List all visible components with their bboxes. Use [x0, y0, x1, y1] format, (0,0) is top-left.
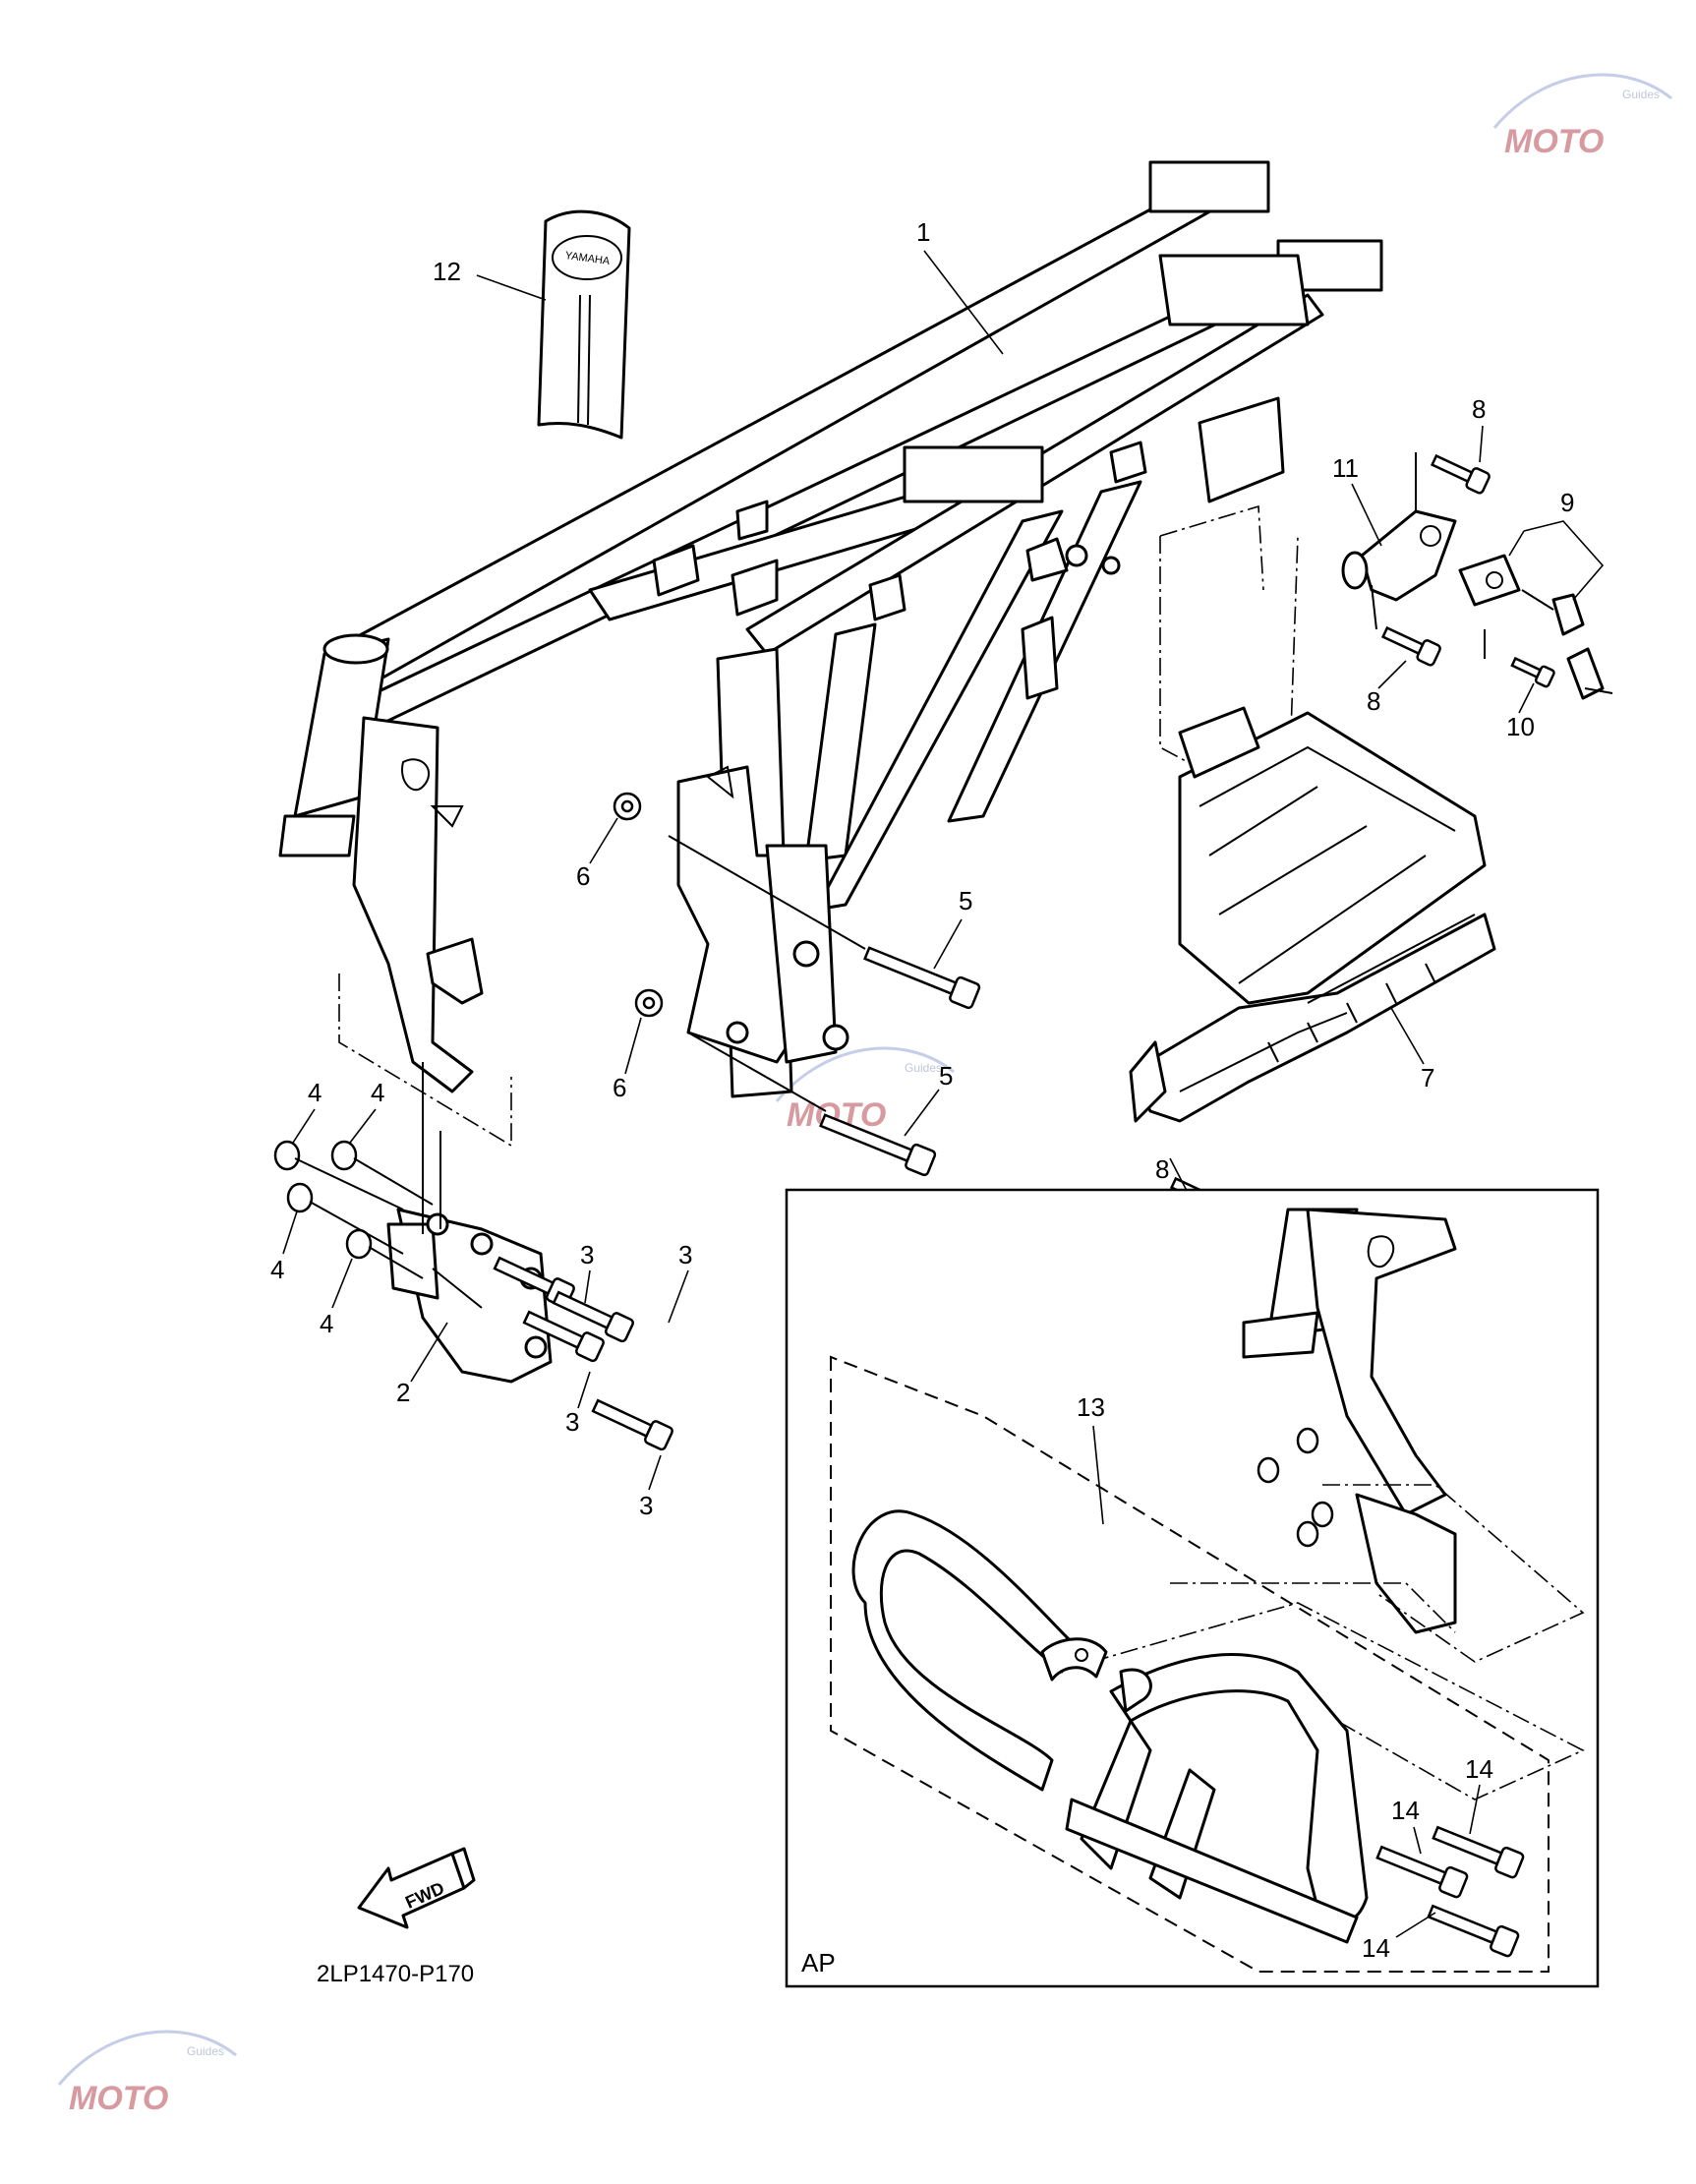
alignment-box [1159, 504, 1264, 591]
lock-bracket-part [1341, 452, 1457, 630]
leader-line [1508, 520, 1605, 601]
part-code: 2LP1470-P170 [317, 1961, 474, 1987]
leader-line [1390, 1007, 1425, 1065]
callout-3: 3 [565, 1407, 579, 1437]
leader-line [476, 274, 547, 301]
watermark-sub: Guides [905, 1061, 942, 1075]
kit-boundary [830, 1355, 1550, 1973]
leader-line [282, 1210, 298, 1255]
engine-bracket-part [386, 1208, 553, 1384]
callout-11: 11 [1332, 453, 1359, 483]
leader-line [1377, 660, 1407, 689]
callout-4: 4 [270, 1255, 284, 1284]
leader-line [933, 918, 963, 970]
callout-13: 13 [1077, 1392, 1105, 1422]
watermark-text: MOTO [1504, 123, 1604, 160]
leader-line [1395, 1912, 1436, 1938]
callout-9: 9 [1560, 488, 1574, 517]
leader-line [923, 250, 1004, 355]
watermark-sub: Guides [1622, 88, 1660, 101]
bolt-3-group [493, 1256, 673, 1451]
callout-2: 2 [396, 1378, 410, 1407]
watermark-text: MOTO [69, 2080, 168, 2117]
main-frame-part [278, 160, 1383, 1098]
callout-3: 3 [580, 1240, 594, 1269]
bolt-14-group [1375, 1825, 1525, 1958]
key-lock-part [1458, 554, 1613, 700]
leader-line [904, 1089, 940, 1137]
leader-line [648, 1454, 662, 1491]
leader-line [1351, 483, 1382, 547]
carrier-rack-part [1129, 706, 1496, 1123]
callout-4: 4 [308, 1078, 322, 1107]
callout-12: 12 [433, 257, 461, 286]
callout-8: 8 [1472, 394, 1486, 424]
leader-line [584, 1269, 591, 1304]
watermark-sub: Guides [187, 2044, 224, 2058]
callout-5: 5 [939, 1061, 953, 1091]
callout-4: 4 [320, 1309, 333, 1338]
leader-line [331, 1258, 353, 1309]
leader-line [410, 1322, 448, 1383]
leader-line [1479, 425, 1484, 463]
leader-line [1518, 682, 1535, 714]
callout-8: 8 [1367, 686, 1380, 716]
callout-4: 4 [371, 1078, 384, 1107]
callout-14: 14 [1362, 1933, 1390, 1963]
alignment-box [338, 974, 512, 1148]
watermark-logo-middle: MOTO Guides [775, 1046, 955, 1134]
watermark-logo-bottom: MOTO Guides [57, 2030, 237, 2117]
callout-1: 1 [916, 217, 930, 247]
callout-14: 14 [1465, 1754, 1493, 1784]
watermark-logo-top: MOTO Guides [1492, 73, 1672, 160]
leader-line [1092, 1425, 1104, 1525]
callout-14: 14 [1391, 1796, 1420, 1825]
washer-4-group [273, 1062, 441, 1279]
leader-line [624, 1017, 642, 1075]
fwd-arrow: FWD [357, 1847, 476, 1929]
nut-6-group [613, 792, 664, 1018]
callout-7: 7 [1421, 1063, 1434, 1092]
callout-5: 5 [959, 886, 972, 915]
callout-3: 3 [639, 1491, 653, 1520]
screw-10-part [1484, 629, 1555, 688]
engine-guard-part [851, 1509, 1369, 1944]
inset-label: AP [801, 1948, 836, 1977]
bolt-5-group [668, 835, 981, 1177]
callout-6: 6 [576, 861, 590, 891]
emblem-plate-part: YAMAHA [537, 209, 631, 440]
leader-line [349, 1108, 377, 1144]
callout-6: 6 [613, 1073, 626, 1102]
leader-line [668, 1269, 689, 1324]
leader-line [1413, 1826, 1422, 1855]
callout-10: 10 [1506, 712, 1535, 741]
inset-frame-fragment [1090, 1208, 1585, 1800]
leader-line [577, 1371, 591, 1409]
callout-3: 3 [678, 1240, 692, 1269]
callout-8: 8 [1155, 1154, 1169, 1184]
leader-line [292, 1108, 316, 1144]
leader-line [589, 817, 618, 864]
leader-line [1469, 1784, 1481, 1835]
